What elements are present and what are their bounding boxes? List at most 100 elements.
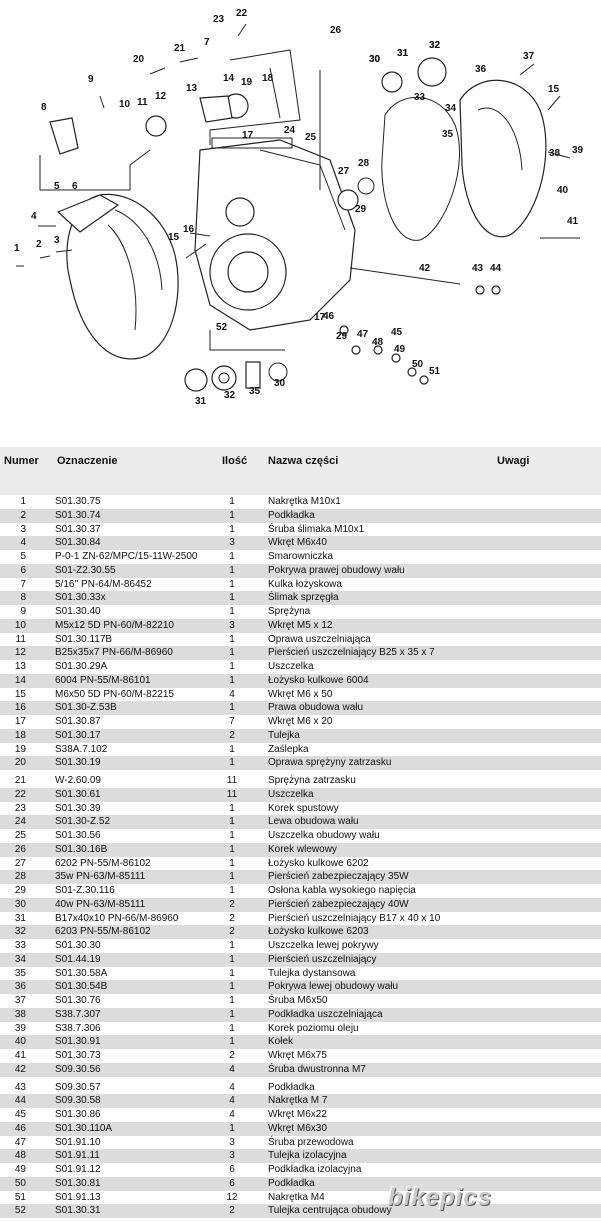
cell-nazwa: Pierścień uszczelniający B25 x 35 x 7: [268, 647, 435, 659]
cell-ilosc: 3: [229, 619, 235, 631]
cell-nazwa: Smarowniczka: [268, 551, 334, 562]
cell-numer: 45: [14, 1109, 26, 1120]
cell-nazwa: Łożysko kulkowe 6202: [268, 857, 369, 869]
cell-nazwa: Tulejka dystansowa: [268, 967, 356, 979]
cell-numer: 13: [14, 661, 26, 672]
cell-nazwa: Tulejka: [268, 729, 300, 741]
cell-numer: 44: [14, 1095, 26, 1107]
left-cover-gasket-drawing: [381, 96, 460, 241]
callout-2: 2: [36, 239, 42, 250]
callout-31b: 31: [195, 396, 207, 407]
callout-32c: 32: [429, 40, 441, 51]
cell-numer: 15: [14, 688, 26, 700]
callout-29: 29: [355, 204, 367, 215]
cell-nazwa: Ślimak sprzęgła: [268, 592, 339, 604]
cell-ilosc: 1: [229, 743, 235, 755]
cell-nazwa: Sprężyna: [268, 606, 311, 617]
cell-nazwa: Korek wlewowy: [268, 843, 337, 855]
cell-ilosc: 1: [229, 661, 235, 672]
cell-oznaczenie: S01.30.56: [55, 830, 101, 841]
cell-oznaczenie: S38A.7.102: [55, 743, 108, 755]
callout-44: 44: [490, 263, 502, 274]
cell-numer: 30: [14, 898, 26, 910]
cell-nazwa: Wkręt M6 x 50: [268, 688, 333, 700]
cell-numer: 31: [14, 912, 26, 924]
cell-ilosc: 1: [229, 674, 235, 686]
cell-ilosc: 1: [229, 757, 235, 769]
cell-ilosc: 2: [229, 898, 235, 910]
callout-12: 12: [155, 91, 167, 102]
cell-numer: 48: [14, 1150, 26, 1162]
cell-numer: 47: [14, 1136, 26, 1148]
cell-nazwa: Osłona kabla wysokiego napięcia: [268, 885, 416, 896]
cell-oznaczenie: S01.30.61: [55, 788, 101, 800]
cell-nazwa: Podkładka: [268, 1081, 315, 1093]
cell-oznaczenie: S01.30.19: [55, 757, 101, 769]
cell-ilosc: 4: [229, 1063, 235, 1075]
leader-lines: [39, 49, 321, 351]
cell-oznaczenie: S01.91.10: [55, 1136, 101, 1148]
cell-nazwa: Pierścień zabezpieczający 35W: [268, 871, 409, 883]
callout-23: 23: [213, 14, 225, 25]
callout-11: 11: [137, 97, 148, 108]
cell-oznaczenie: B25x35x7 PN-66/M-86960: [55, 647, 173, 659]
cell-oznaczenie: S01.30.40: [55, 606, 101, 617]
cell-oznaczenie: S01.30.74: [55, 509, 101, 521]
cell-ilosc: 1: [229, 981, 235, 993]
cell-nazwa: Wkręt M6x22: [268, 1109, 327, 1120]
cell-numer: 6: [20, 564, 26, 576]
cell-ilosc: 1: [229, 940, 235, 951]
callout-35b: 35: [249, 386, 261, 397]
cell-nazwa: Śruba ślimaka M10x1: [268, 523, 365, 535]
cell-numer: 5: [20, 551, 26, 562]
callout-52: 52: [216, 322, 228, 333]
callout-34: 34: [445, 103, 457, 114]
callout-43: 43: [472, 263, 484, 274]
cell-numer: 29: [14, 885, 26, 896]
callout-40: 40: [557, 185, 569, 196]
cell-oznaczenie: S01.91.11: [55, 1150, 100, 1162]
callout-16: 16: [183, 224, 195, 235]
cell-oznaczenie: 5/16'' PN-64/M-86452: [55, 578, 152, 590]
cell-ilosc: 7: [229, 716, 235, 727]
callout-24: 24: [284, 125, 296, 136]
cell-oznaczenie: S01.44.19: [55, 953, 101, 965]
callout-7: 7: [204, 37, 210, 48]
cell-nazwa: Uszczelka: [268, 788, 314, 800]
callout-15b: 15: [548, 84, 560, 95]
cell-numer: 7: [20, 578, 26, 590]
cell-numer: 19: [14, 743, 26, 755]
cell-numer: 28: [14, 871, 26, 883]
cell-numer: 8: [20, 592, 26, 604]
cell-oznaczenie: 35w PN-63/M-85111: [55, 871, 146, 883]
callout-6: 6: [72, 181, 78, 192]
cell-nazwa: Śruba przewodowa: [268, 1136, 354, 1148]
cell-nazwa: Nakrętka M 7: [268, 1095, 328, 1107]
cell-numer: 26: [14, 843, 26, 855]
cell-numer: 24: [14, 816, 26, 828]
parts-table: Numer Oznaczenie Ilość Nazwa części Uwag…: [0, 447, 601, 1222]
callout-30b: 30: [274, 378, 286, 389]
cell-ilosc: 4: [229, 1095, 235, 1107]
cell-numer: 49: [14, 1164, 26, 1175]
cell-numer: 3: [20, 523, 26, 535]
cell-nazwa: Sprężyna zatrzasku: [268, 775, 356, 786]
cell-oznaczenie: S01.30.39: [55, 802, 101, 814]
